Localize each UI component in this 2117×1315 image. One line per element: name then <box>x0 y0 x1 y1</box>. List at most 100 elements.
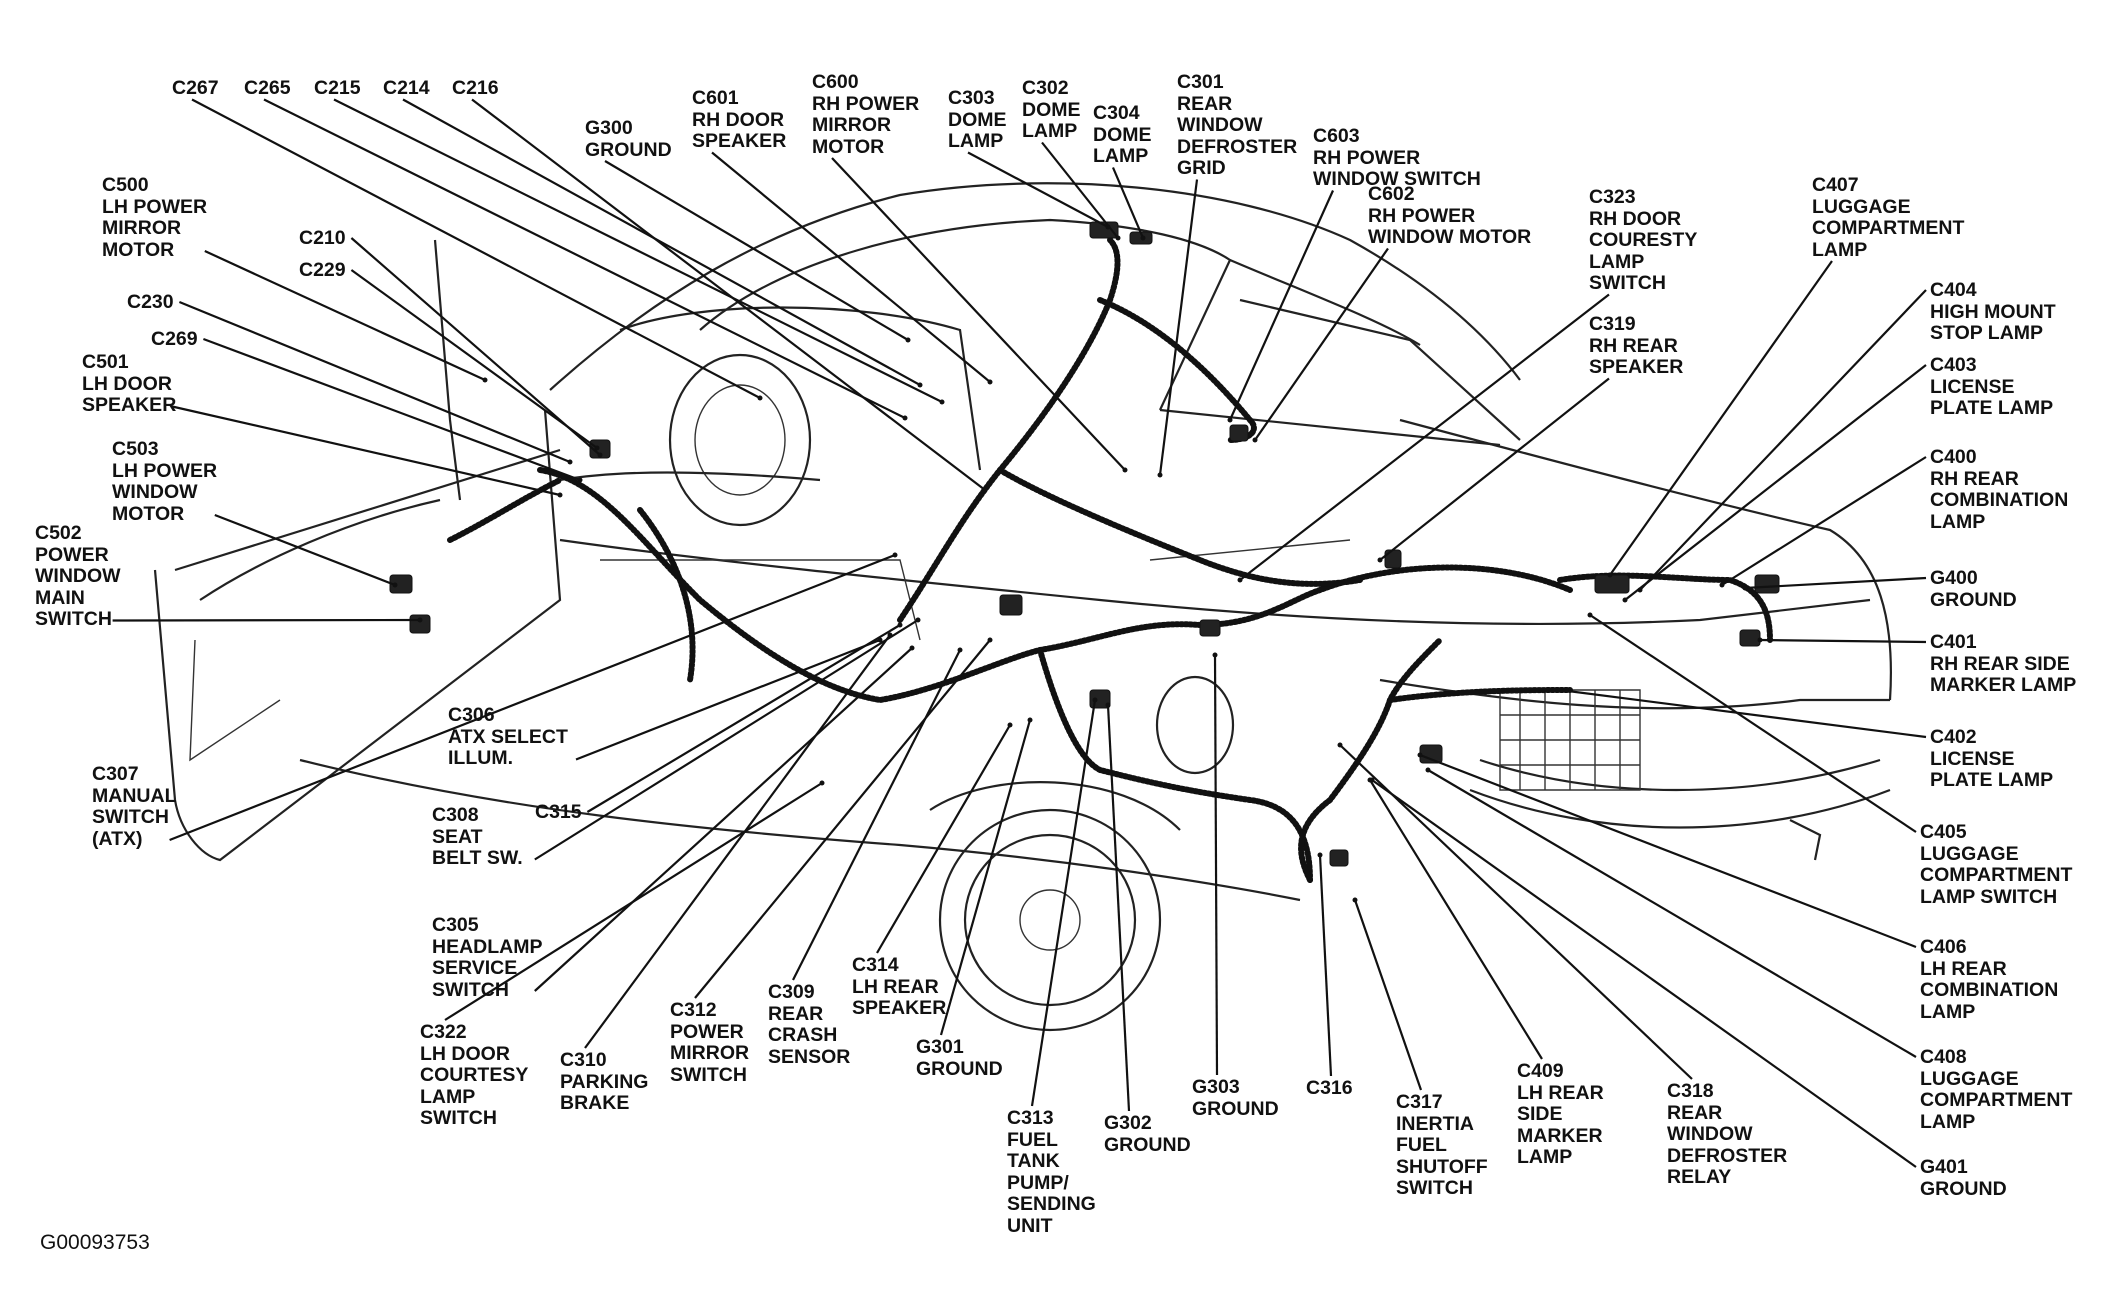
label-line: SWITCH <box>432 978 509 1001</box>
label-line: C265 <box>244 77 291 99</box>
leader-end-c601 <box>987 379 993 385</box>
leader-end-c402 <box>1557 687 1563 693</box>
label-line: PLATE LAMP <box>1930 769 2054 791</box>
label-line: C400 <box>1930 446 1977 468</box>
label-line: C500 <box>102 174 149 196</box>
leader-c403 <box>1624 364 1927 601</box>
leader-end-c230 <box>567 459 573 465</box>
leader-c402 <box>1559 688 1927 739</box>
label-line: LUGGAGE <box>1812 195 1911 218</box>
label-line: C314 <box>852 954 899 976</box>
label-line: C603 <box>1313 125 1360 147</box>
label-line: COMPARTMENT <box>1812 217 1965 239</box>
leader-c267 <box>191 98 761 399</box>
leader-end-c501 <box>557 492 563 498</box>
label-line: C501 <box>82 351 129 373</box>
label-c229: C229 <box>299 259 346 282</box>
leader-end-g302 <box>1105 702 1111 708</box>
leader-c307 <box>169 553 896 842</box>
label-line: C302 <box>1022 77 1069 99</box>
label-line: LAMP <box>1920 1000 1976 1023</box>
label-line: LICENSE <box>1930 375 2015 398</box>
leader-end-c302 <box>1115 235 1121 241</box>
label-line: C403 <box>1930 354 1977 376</box>
label-line: G401 <box>1920 1156 1968 1178</box>
label-line: SWITCH <box>1589 272 1666 294</box>
leader-c501 <box>171 405 561 497</box>
label-line: DEFROSTER <box>1177 135 1298 158</box>
leader-c500 <box>204 250 486 381</box>
label-line: RH REAR SIDE <box>1930 652 2070 675</box>
leader-end-c216 <box>982 487 988 493</box>
label-line: LH REAR <box>852 975 939 998</box>
label-line: C315 <box>535 801 582 823</box>
label-line: RH POWER <box>1368 204 1476 227</box>
label-line: BELT SW. <box>432 847 523 869</box>
label-line: C503 <box>112 438 159 460</box>
label-line: LAMP <box>948 130 1004 152</box>
leader-c309 <box>792 649 961 981</box>
label-line: LAMP <box>1022 120 1078 142</box>
label-line: WINDOW <box>1667 1123 1753 1145</box>
leader-end-c229 <box>594 445 600 451</box>
label-line: HEADLAMP <box>432 935 543 958</box>
label-line: GROUND <box>1930 588 2017 611</box>
label-line: MARKER LAMP <box>1930 674 2077 696</box>
label-line: WINDOW <box>112 481 198 503</box>
leader-end-c408 <box>1425 767 1431 773</box>
label-line: C303 <box>948 87 995 109</box>
label-line: C309 <box>768 981 815 1003</box>
label-line: LH REAR <box>1517 1081 1604 1104</box>
leader-c313 <box>1030 699 1097 1107</box>
label-line: C307 <box>92 763 139 785</box>
leader-g300 <box>604 160 909 341</box>
label-line: C407 <box>1812 174 1859 196</box>
label-line: LAMP <box>1589 250 1645 273</box>
leader-end-c215 <box>939 399 945 405</box>
label-line: C306 <box>448 704 495 726</box>
leader-end-c312 <box>987 637 993 643</box>
label-line: COURESTY <box>1589 229 1698 251</box>
label-line: REAR <box>768 1002 824 1025</box>
label-line: GRID <box>1177 157 1226 179</box>
label-line: LUGGAGE <box>1920 842 2019 865</box>
leader-end-c316 <box>1317 852 1323 858</box>
leader-c603 <box>1228 190 1335 421</box>
leader-end-c401 <box>1757 637 1763 643</box>
label-line: G300 <box>585 117 633 139</box>
leader-c216 <box>471 98 986 491</box>
label-c230: C230 <box>127 291 174 314</box>
label-line: LAMP <box>1920 1110 1976 1133</box>
label-line: PUMP/ <box>1007 1171 1069 1194</box>
label-line: MIRROR <box>102 217 182 239</box>
label-line: SWITCH <box>35 608 112 630</box>
label-line: SIDE <box>1517 1103 1563 1125</box>
leader-end-c323 <box>1237 577 1243 583</box>
label-line: C216 <box>452 77 499 99</box>
label-line: SWITCH <box>1396 1177 1473 1199</box>
label-line: TANK <box>1007 1150 1060 1172</box>
leader-end-c308 <box>915 617 921 623</box>
label-line: COURTESY <box>420 1064 529 1086</box>
label-line: MOTOR <box>812 135 885 158</box>
label-line: SENDING <box>1007 1193 1096 1215</box>
leader-c318 <box>1339 744 1693 1080</box>
leader-c215 <box>333 98 943 403</box>
leader-end-c319 <box>1377 557 1383 563</box>
label-line: LH DOOR <box>420 1042 510 1065</box>
label-line: LUGGAGE <box>1920 1067 2019 1090</box>
leader-end-c403 <box>1622 597 1628 603</box>
